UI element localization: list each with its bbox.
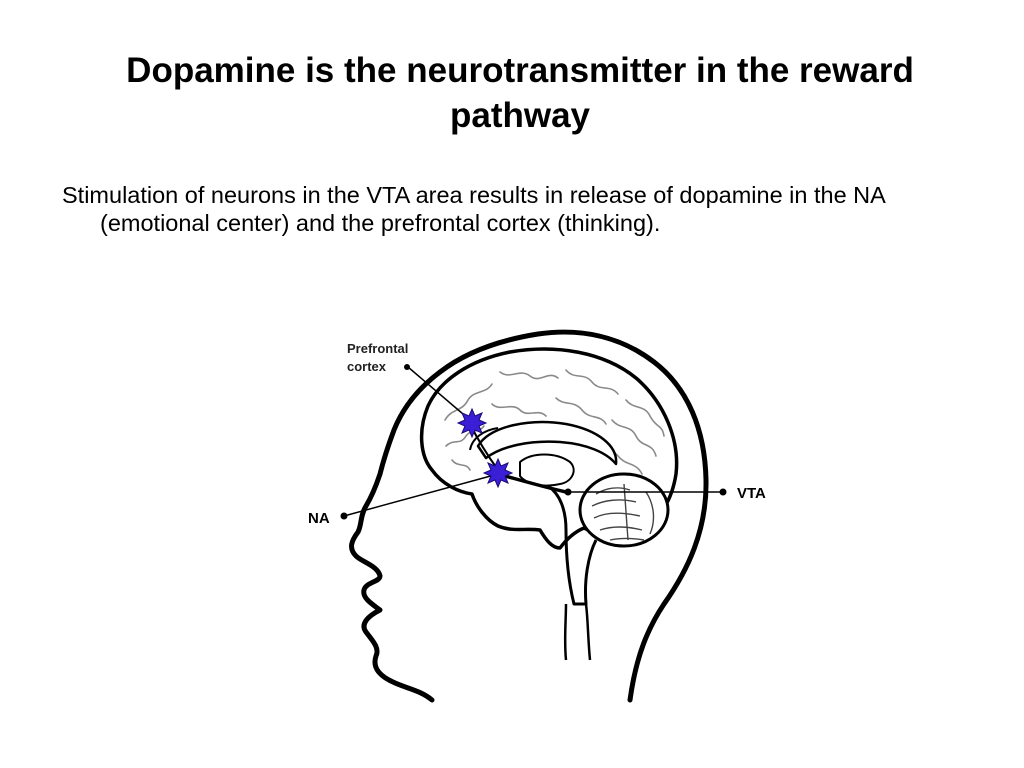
- vta-site-dot: [564, 488, 572, 496]
- prefrontal-starburst-icon: [456, 407, 488, 439]
- prefrontal-label-line2: cortex: [347, 359, 387, 374]
- na-starburst-icon: [482, 457, 514, 489]
- na-label: NA: [308, 510, 330, 527]
- corpus-callosum: [476, 420, 618, 466]
- cerebellum: [578, 472, 670, 548]
- vta-label: VTA: [737, 485, 766, 502]
- prefrontal-leader-line: [407, 366, 471, 421]
- spinal-cord: [563, 603, 592, 661]
- head-outline: [349, 329, 709, 703]
- slide-body-text: Stimulation of neurons in the VTA area r…: [62, 182, 885, 236]
- prefrontal-leader-dot: [404, 364, 410, 370]
- prefrontal-label-line1: Prefrontal: [347, 341, 408, 356]
- na-leader-line: [343, 473, 499, 517]
- na-leader-dot: [340, 512, 348, 520]
- brainstem: [547, 484, 598, 606]
- limbic-arc: [469, 427, 499, 451]
- slide-title: Dopamine is the neurotransmitter in the …: [126, 51, 914, 135]
- vta-leader-dot: [719, 488, 727, 496]
